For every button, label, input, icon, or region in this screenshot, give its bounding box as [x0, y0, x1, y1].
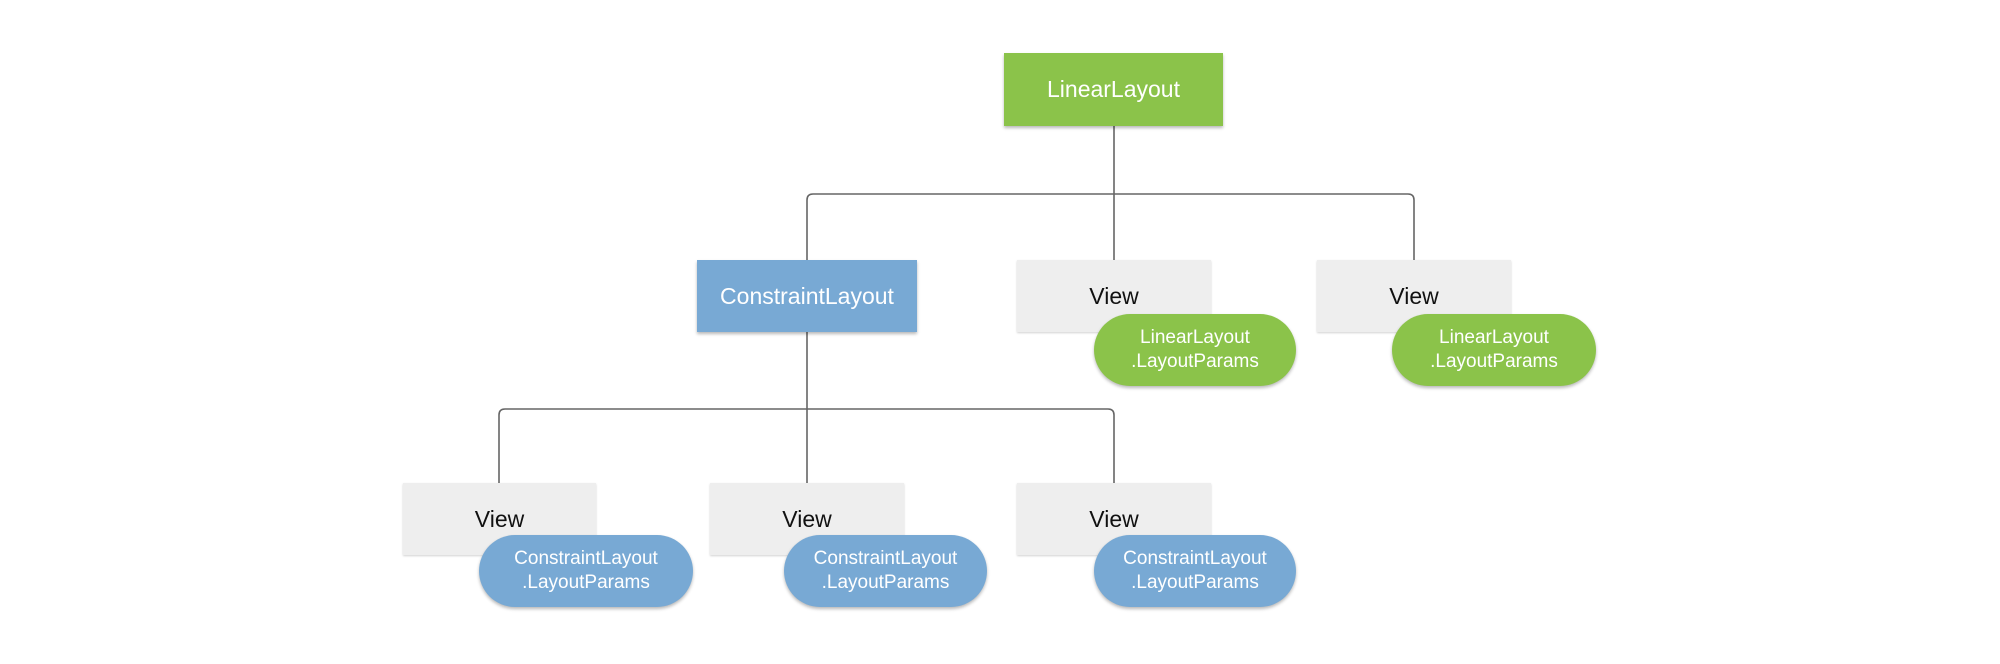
constraint-layoutparams-pill-middle: ConstraintLayout .LayoutParams: [784, 535, 987, 607]
connector-top-bus: [806, 193, 1415, 262]
constraint-layout-label: ConstraintLayout: [720, 282, 894, 309]
view-label: View: [782, 505, 832, 532]
linear-layout-root-node: LinearLayout: [1004, 53, 1223, 126]
view-label: View: [1089, 505, 1139, 532]
constraint-layout-node: ConstraintLayout: [697, 260, 917, 332]
layoutparams-line1: ConstraintLayout: [1123, 548, 1267, 569]
layoutparams-line1: ConstraintLayout: [514, 548, 658, 569]
layoutparams-line2: .LayoutParams: [821, 572, 950, 593]
view-label: View: [1389, 282, 1439, 309]
linear-layoutparams-pill-middle: LinearLayout .LayoutParams: [1094, 314, 1296, 386]
linear-layout-root-label: LinearLayout: [1047, 76, 1180, 102]
layoutparams-line1: LinearLayout: [1140, 327, 1250, 348]
constraint-layoutparams-pill-left: ConstraintLayout .LayoutParams: [479, 535, 693, 607]
view-label: View: [1089, 282, 1139, 309]
layoutparams-line2: .LayoutParams: [1430, 351, 1558, 372]
layoutparams-line2: .LayoutParams: [522, 572, 650, 593]
linear-layoutparams-pill-right: LinearLayout .LayoutParams: [1392, 314, 1596, 386]
layoutparams-line1: LinearLayout: [1439, 327, 1549, 348]
layoutparams-line1: ConstraintLayout: [813, 548, 958, 569]
layoutparams-line2: .LayoutParams: [1131, 572, 1259, 593]
layoutparams-line2: .LayoutParams: [1131, 351, 1259, 372]
view-label: View: [474, 505, 525, 532]
constraint-layoutparams-pill-right: ConstraintLayout .LayoutParams: [1094, 535, 1296, 607]
